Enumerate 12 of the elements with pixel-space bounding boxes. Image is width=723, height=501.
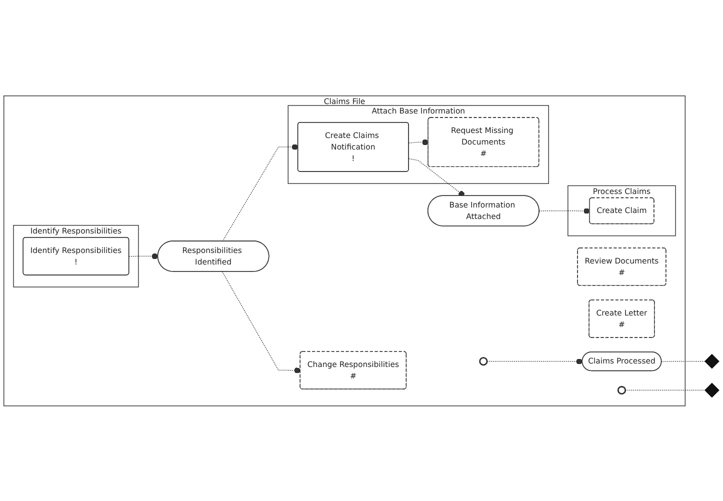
node-diamond: [704, 353, 720, 368]
connector: [128, 253, 158, 259]
node-circle: [479, 356, 488, 366]
node-diamond: [704, 382, 720, 398]
connector: [486, 358, 583, 364]
connector: [222, 270, 301, 373]
connector: [408, 138, 429, 145]
connector: [408, 158, 464, 196]
node-circle: [617, 386, 626, 394]
connector: [222, 144, 298, 242]
connector: [538, 208, 590, 214]
connector: [661, 360, 705, 362]
